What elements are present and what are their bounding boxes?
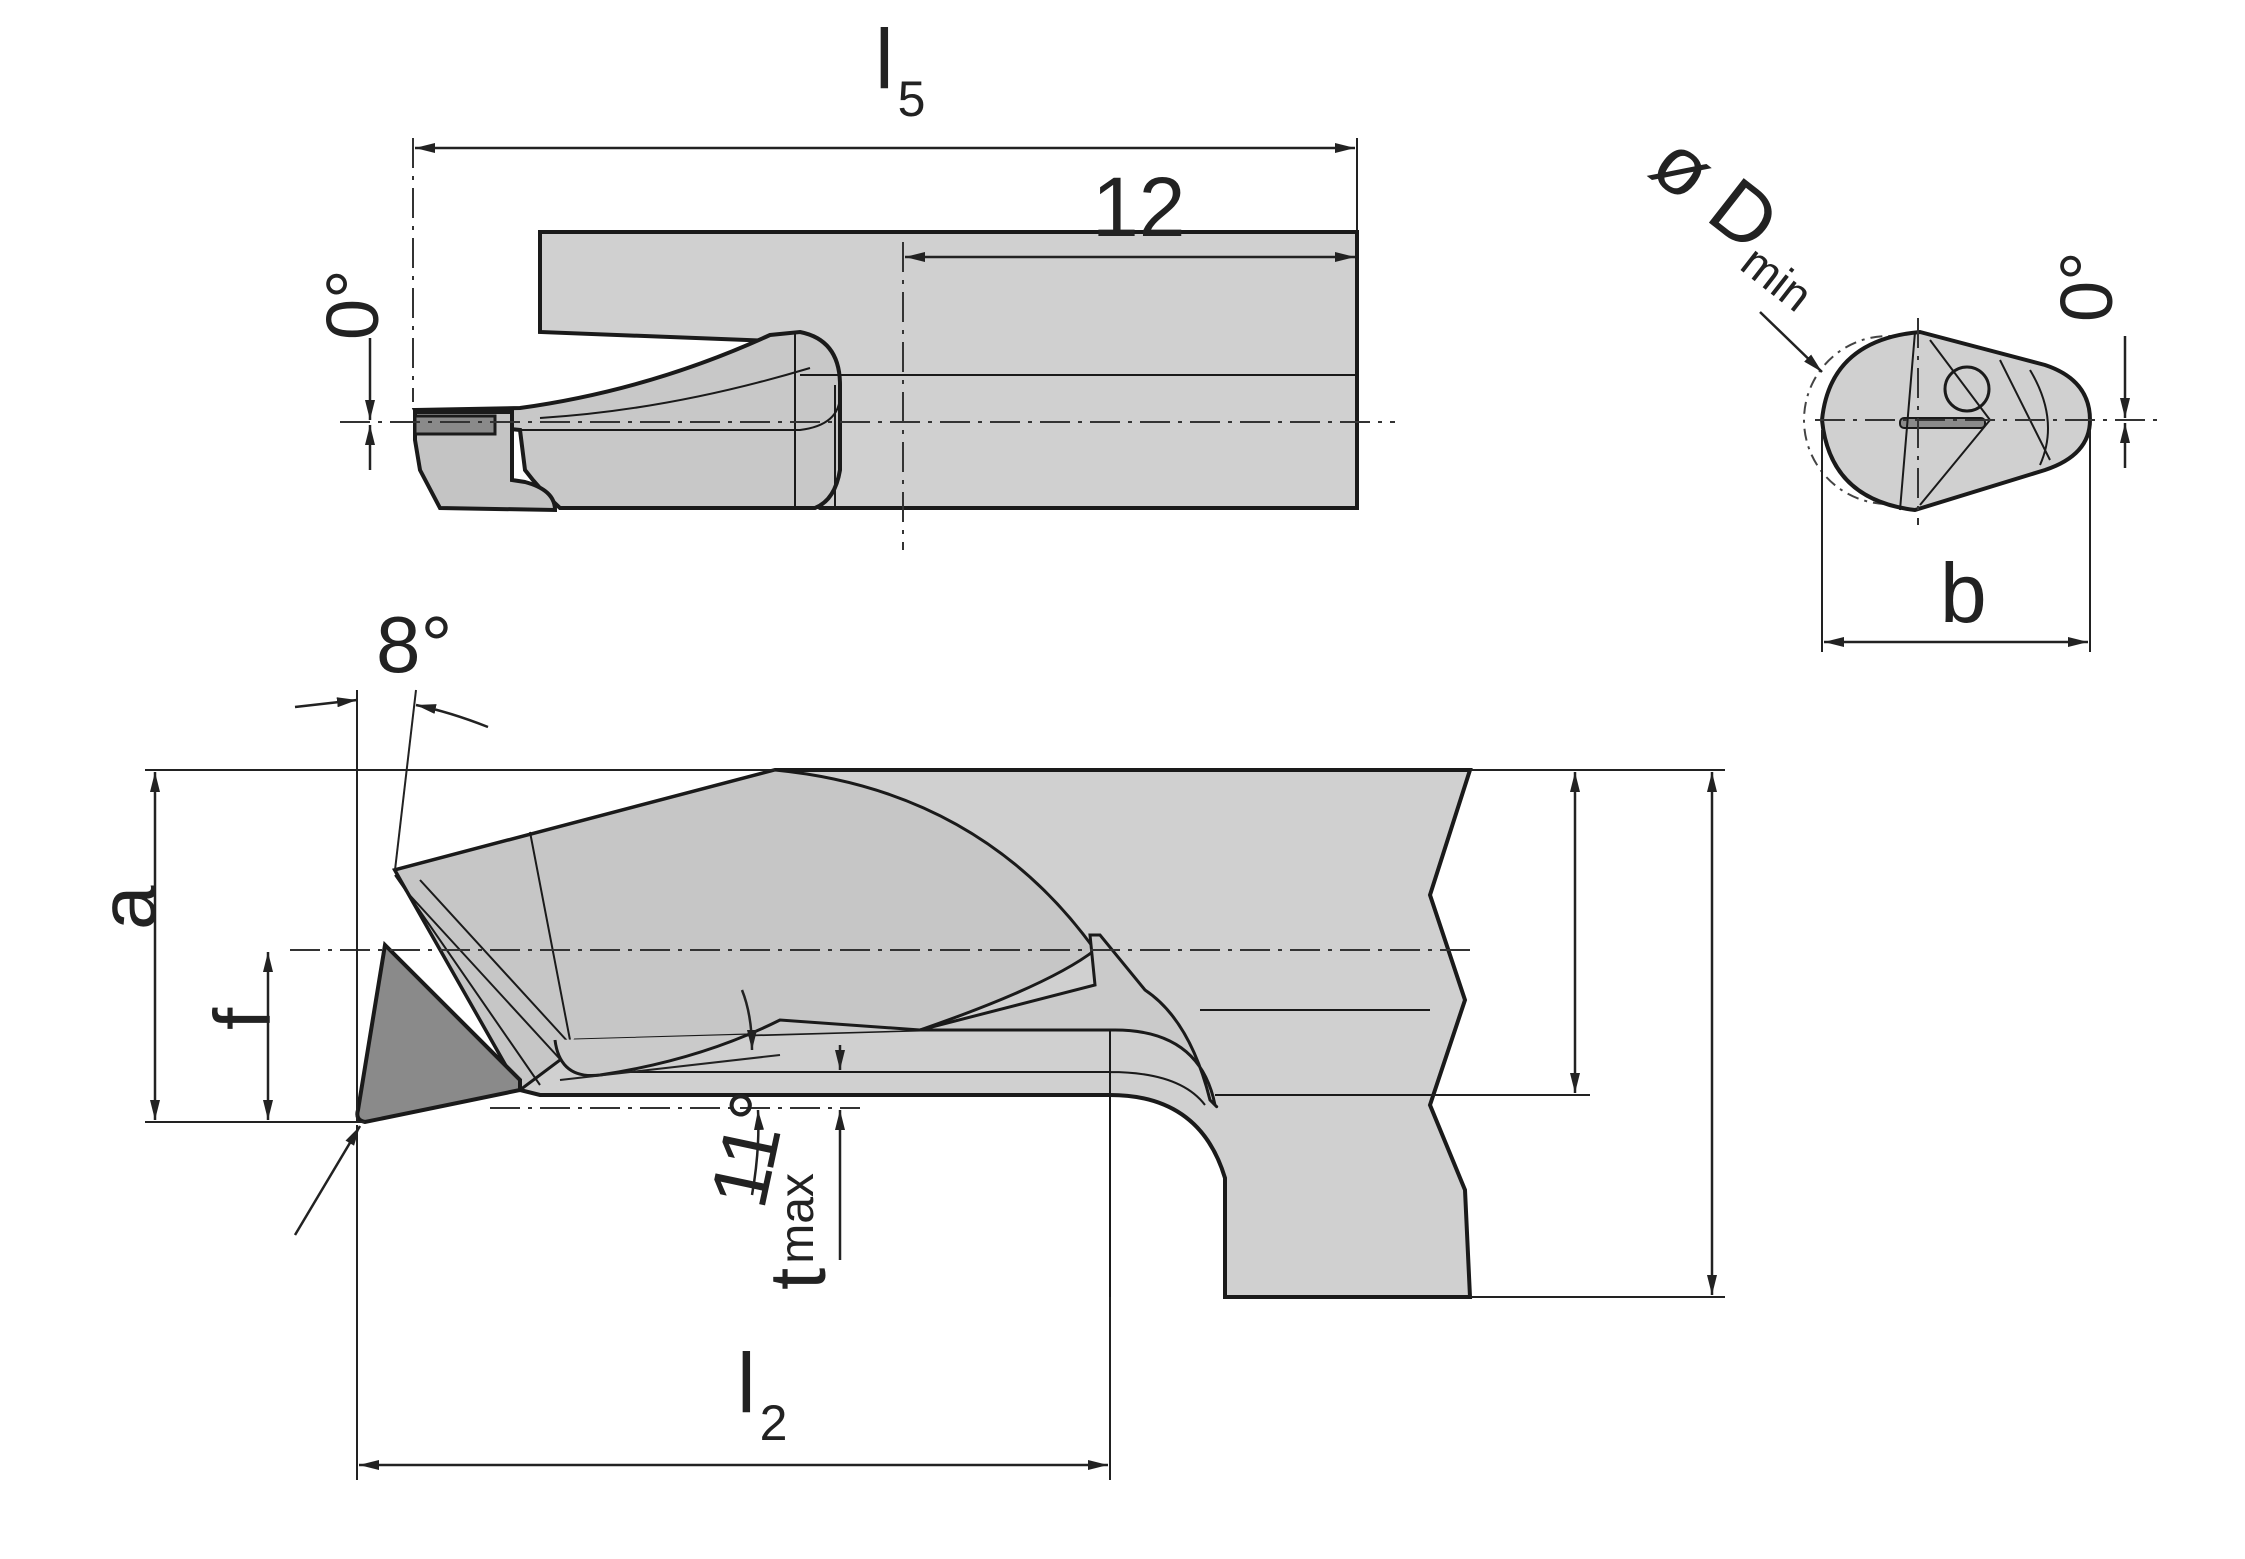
angle-11-arc-bottom [750,1109,764,1196]
label-a: a [83,885,172,930]
side-view-insert-edges [394,831,581,1086]
angle-8-arc [294,697,358,709]
label-angle-top-0: 0° [311,269,394,340]
side-view-flute [553,933,1219,1109]
label-l5: l5 [875,12,925,127]
top-view-flute [539,367,811,419]
end-view [1759,311,2160,652]
top-view [340,138,1395,550]
top-view-head [413,410,558,513]
side-view-groove-lines [625,1009,1560,1297]
label-angle-end-0: 0° [2045,251,2128,322]
dmin-leader-arrow [1759,311,1823,373]
label-f: f [198,1007,287,1030]
label-l2: l2 [737,1336,787,1451]
angle-11-ref-line [559,1054,781,1081]
angle-11-arc-top [740,989,757,1051]
corner-radius-leader [293,1125,362,1236]
side-view-chip-face [392,768,1098,1093]
angle-8-ref-inclined [394,689,417,871]
label-dim-12: 12 [1092,160,1185,254]
label-tmax: tmax [753,1173,842,1290]
label-angle-8: 8° [376,600,452,689]
angle-8-arc-right [415,703,489,729]
top-view-insert [413,414,497,436]
label-b: b [1940,546,1987,640]
side-view [145,689,1725,1480]
top-view-detail-lines [520,332,1357,508]
